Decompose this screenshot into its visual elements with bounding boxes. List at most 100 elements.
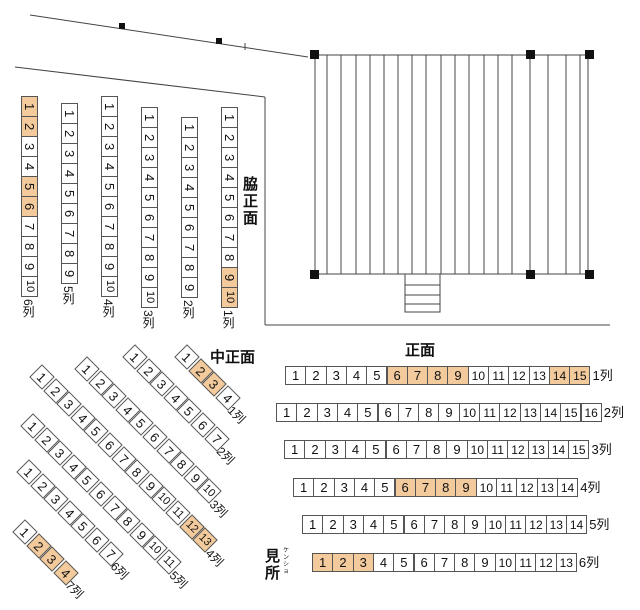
front-row-1-seat[interactable]: 8 <box>427 366 449 385</box>
front-row-5-seat[interactable]: 2 <box>322 515 344 534</box>
side-row-4-seat[interactable]: 10 <box>101 276 118 297</box>
front-row-5-seat[interactable]: 11 <box>505 515 527 534</box>
side-row-3-seat[interactable]: 10 <box>141 287 158 308</box>
front-row-5-seat[interactable]: 14 <box>565 515 588 534</box>
side-row-6-seat[interactable]: 8 <box>21 236 38 257</box>
side-row-3-seat[interactable]: 4 <box>141 167 158 188</box>
front-row-2-seat[interactable]: 7 <box>397 403 420 422</box>
side-row-5-seat[interactable]: 3 <box>61 143 78 164</box>
side-row-3-seat[interactable]: 9 <box>141 267 158 288</box>
side-row-3-seat[interactable]: 3 <box>141 147 158 168</box>
front-row-3-seat[interactable]: 8 <box>426 440 448 459</box>
side-row-3-seat[interactable]: 2 <box>141 127 158 148</box>
side-row-1-seat[interactable]: 5 <box>221 187 238 208</box>
front-row-6-seat[interactable]: 1 <box>312 553 334 572</box>
side-row-3-seat[interactable]: 5 <box>141 187 158 208</box>
front-row-3-seat[interactable]: 15 <box>568 440 590 459</box>
side-row-4-seat[interactable]: 5 <box>101 176 118 197</box>
front-row-1-seat[interactable]: 1 <box>285 366 307 385</box>
side-row-6-seat[interactable]: 9 <box>21 256 38 277</box>
front-row-6-seat[interactable]: 9 <box>474 553 496 572</box>
side-row-5-seat[interactable]: 2 <box>61 123 78 144</box>
side-row-6-seat[interactable]: 5 <box>21 176 38 197</box>
side-row-5-seat[interactable]: 9 <box>61 263 78 284</box>
side-row-2-seat[interactable]: 7 <box>181 237 198 258</box>
front-row-3-seat[interactable]: 13 <box>527 440 549 459</box>
front-row-1-seat[interactable]: 2 <box>305 366 327 385</box>
front-row-3-seat[interactable]: 2 <box>304 440 326 459</box>
front-row-5-seat[interactable]: 9 <box>464 515 486 534</box>
side-row-6-seat[interactable]: 7 <box>21 216 38 237</box>
front-row-6-seat[interactable]: 4 <box>372 553 395 572</box>
front-row-5-seat[interactable]: 6 <box>403 515 425 534</box>
side-row-4-seat[interactable]: 9 <box>101 256 118 277</box>
front-row-1-seat[interactable]: 5 <box>366 366 388 385</box>
side-row-2-seat[interactable]: 3 <box>181 157 198 178</box>
front-row-5-seat[interactable]: 12 <box>525 515 547 534</box>
front-row-1-seat[interactable]: 7 <box>406 366 429 385</box>
side-row-6-seat[interactable]: 3 <box>21 136 38 157</box>
front-row-1-seat[interactable]: 3 <box>325 366 347 385</box>
side-row-3-seat[interactable]: 6 <box>141 207 158 228</box>
side-row-1-seat[interactable]: 9 <box>221 267 238 288</box>
front-row-3-seat[interactable]: 4 <box>344 440 367 459</box>
side-row-5-seat[interactable]: 7 <box>61 223 78 244</box>
front-row-1-seat[interactable]: 12 <box>508 366 530 385</box>
side-row-5-seat[interactable]: 6 <box>61 203 78 224</box>
front-row-2-seat[interactable]: 13 <box>519 403 541 422</box>
front-row-1-seat[interactable]: 13 <box>528 366 550 385</box>
front-row-2-seat[interactable]: 14 <box>539 403 562 422</box>
side-row-5-seat[interactable]: 1 <box>61 103 78 124</box>
side-row-6-seat[interactable]: 6 <box>21 196 38 217</box>
front-row-4-seat[interactable]: 1 <box>293 478 315 497</box>
side-row-4-seat[interactable]: 6 <box>101 196 118 217</box>
side-row-1-seat[interactable]: 8 <box>221 247 238 268</box>
front-row-1-seat[interactable]: 10 <box>467 366 489 385</box>
side-row-1-seat[interactable]: 4 <box>221 167 238 188</box>
side-row-2-seat[interactable]: 5 <box>181 197 198 218</box>
front-row-2-seat[interactable]: 4 <box>336 403 359 422</box>
front-row-5-seat[interactable]: 10 <box>484 515 506 534</box>
front-row-3-seat[interactable]: 1 <box>284 440 306 459</box>
side-row-4-seat[interactable]: 2 <box>101 116 118 137</box>
front-row-6-seat[interactable]: 10 <box>494 553 516 572</box>
front-row-5-seat[interactable]: 8 <box>444 515 466 534</box>
front-row-6-seat[interactable]: 2 <box>332 553 354 572</box>
front-row-3-seat[interactable]: 6 <box>385 440 407 459</box>
side-row-6-seat[interactable]: 4 <box>21 156 38 177</box>
front-row-2-seat[interactable]: 6 <box>377 403 399 422</box>
front-row-4-seat[interactable]: 7 <box>414 478 437 497</box>
front-row-2-seat[interactable]: 16 <box>580 403 602 422</box>
side-row-4-seat[interactable]: 7 <box>101 216 118 237</box>
front-row-1-seat[interactable]: 15 <box>569 366 591 385</box>
front-row-6-seat[interactable]: 6 <box>413 553 435 572</box>
side-row-3-seat[interactable]: 7 <box>141 227 158 248</box>
side-row-2-seat[interactable]: 2 <box>181 137 198 158</box>
front-row-5-seat[interactable]: 4 <box>362 515 385 534</box>
front-row-1-seat[interactable]: 9 <box>447 366 469 385</box>
front-row-6-seat[interactable]: 11 <box>515 553 537 572</box>
side-row-4-seat[interactable]: 3 <box>101 136 118 157</box>
front-row-2-seat[interactable]: 1 <box>276 403 298 422</box>
front-row-2-seat[interactable]: 3 <box>316 403 338 422</box>
side-row-6-seat[interactable]: 2 <box>21 116 38 137</box>
front-row-4-seat[interactable]: 4 <box>353 478 376 497</box>
front-row-6-seat[interactable]: 5 <box>393 553 415 572</box>
side-row-3-seat[interactable]: 8 <box>141 247 158 268</box>
front-row-6-seat[interactable]: 7 <box>433 553 456 572</box>
side-row-1-seat[interactable]: 7 <box>221 227 238 248</box>
front-row-4-seat[interactable]: 11 <box>496 478 518 497</box>
side-row-4-seat[interactable]: 4 <box>101 156 118 177</box>
front-row-6-seat[interactable]: 12 <box>535 553 557 572</box>
side-row-1-seat[interactable]: 2 <box>221 127 238 148</box>
front-row-5-seat[interactable]: 13 <box>545 515 567 534</box>
front-row-3-seat[interactable]: 14 <box>547 440 570 459</box>
side-row-1-seat[interactable]: 6 <box>221 207 238 228</box>
front-row-3-seat[interactable]: 12 <box>507 440 529 459</box>
front-row-2-seat[interactable]: 10 <box>458 403 480 422</box>
front-row-4-seat[interactable]: 2 <box>313 478 335 497</box>
side-row-4-seat[interactable]: 8 <box>101 236 118 257</box>
side-row-3-seat[interactable]: 1 <box>141 107 158 128</box>
front-row-2-seat[interactable]: 15 <box>560 403 582 422</box>
side-row-6-seat[interactable]: 10 <box>21 276 38 297</box>
